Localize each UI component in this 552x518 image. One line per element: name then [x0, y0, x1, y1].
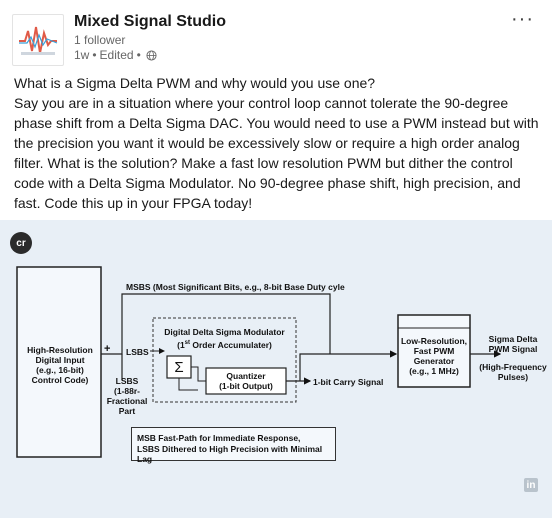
output-label: Sigma Delta PWM Signal (High-Frequency P…: [474, 334, 552, 382]
input-line-4: Control Code): [31, 375, 89, 385]
pwm-block: [397, 314, 471, 388]
post-text: What is a Sigma Delta PWM and why would …: [14, 73, 542, 213]
input-line-3: (e.g., 16-bit): [36, 365, 84, 375]
post-time: 1w: [74, 48, 90, 62]
note-box: MSB Fast-Path for Immediate Response, LS…: [131, 427, 336, 464]
output-line-3: (High-Frequency: [479, 362, 547, 372]
msb-path: [101, 293, 331, 355]
linkedin-watermark-icon: in: [524, 478, 538, 492]
follower-count: 1 follower: [74, 33, 126, 47]
lsbs-label: LSBS: [126, 347, 149, 357]
lsbs-sub-3: Fractional: [106, 396, 148, 406]
globe-icon: [146, 49, 157, 61]
pwm-line-2: Fast PWM: [413, 346, 455, 356]
dsm-subtitle-post: Order Accumulater): [190, 339, 272, 350]
lsbs-sub-2: (1-88r-: [114, 386, 140, 396]
note-line-1: MSB Fast-Path for Immediate Response,: [137, 433, 301, 443]
edited-label: Edited: [99, 48, 134, 62]
quantizer-label: Quantizer (1-bit Output): [206, 371, 286, 391]
carry-label: 1-bit Carry Signal: [313, 377, 384, 387]
company-logo[interactable]: [12, 14, 64, 66]
dsm-box: [152, 317, 297, 403]
post-meta: 1w • Edited •: [74, 48, 157, 62]
waveform-logo-icon: [19, 26, 58, 55]
output-line-1: Sigma Delta: [488, 334, 538, 344]
dsm-subtitle-sup: st: [184, 340, 191, 346]
dsm-subtitle-pre: (1: [177, 339, 185, 350]
input-block: [16, 266, 102, 458]
dsm-title: Digital Delta Sigma Modulator: [164, 327, 285, 337]
meta-separator: •: [92, 48, 97, 62]
carry-merge: [299, 353, 330, 381]
more-options-button[interactable]: ···: [511, 8, 534, 30]
output-line-2: PWM Signal: [488, 344, 538, 354]
block-diagram: [16, 266, 502, 458]
pwm-line-4: (e.g., 1 MHz): [409, 366, 459, 376]
output-line-4: Pulses): [497, 372, 529, 382]
output-spacer: [474, 354, 552, 362]
meta-separator-2: •: [136, 48, 141, 62]
sigma-symbol: Σ: [174, 359, 184, 376]
post-body: Say you are in a situation where your co…: [14, 95, 539, 211]
input-line-1: High-Resolution: [27, 345, 93, 355]
post-image[interactable]: cr High-Resolution Digital Input (e.g., …: [0, 220, 552, 518]
dsm-subtitle: (1st Order Accumulater): [156, 338, 293, 350]
pwm-line-1: Low-Resolution,: [400, 336, 468, 346]
input-block-label: High-Resolution Digital Input (e.g., 16-…: [19, 345, 101, 385]
note-line-2: LSBS Dithered to High Precision with Min…: [137, 444, 323, 464]
cr-badge: cr: [10, 232, 32, 254]
pwm-line-3: Generator: [413, 356, 455, 366]
feedback-path: [178, 378, 198, 391]
lsbs-sub-4: Part: [118, 406, 136, 416]
msbs-label: MSBS (Most Significant Bits, e.g., 8-bit…: [126, 282, 345, 292]
pwm-block-label: Low-Resolution, Fast PWM Generator (e.g.…: [398, 336, 470, 376]
lsbs-sub-label: LSBS (1-88r- Fractional Part: [105, 376, 149, 416]
quantizer-line-1: Quantizer: [226, 371, 266, 381]
quantizer-line-2: (1-bit Output): [219, 381, 273, 391]
lsbs-sub-1: LSBS: [115, 376, 139, 386]
post-header: Mixed Signal Studio 1 follower 1w • Edit…: [0, 0, 552, 70]
author-name[interactable]: Mixed Signal Studio: [74, 13, 227, 30]
sigma-to-quantizer: [191, 366, 206, 382]
input-line-2: Digital Input: [35, 355, 85, 365]
post-line-question: What is a Sigma Delta PWM and why would …: [14, 75, 376, 91]
plus-sign: +: [104, 343, 111, 355]
